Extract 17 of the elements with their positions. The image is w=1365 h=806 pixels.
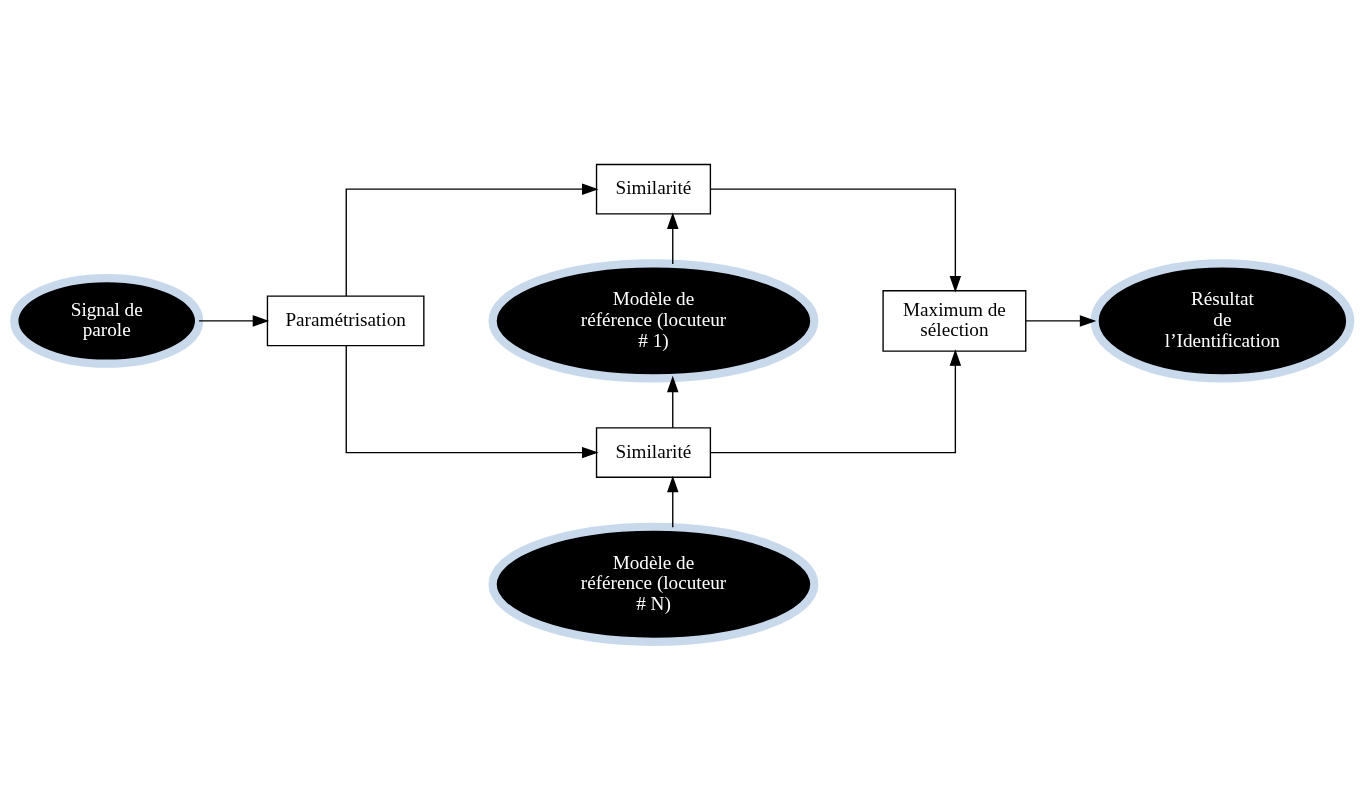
arrow <box>667 212 679 265</box>
node-box: Similarité <box>595 163 712 215</box>
arrow <box>345 344 599 459</box>
arrow <box>198 315 270 327</box>
node-box: Similarité <box>595 427 712 478</box>
arrow <box>667 375 679 429</box>
node-ellipse: Modèle de référence (locuteur # 1) <box>488 259 819 383</box>
node-ellipse: Signal de parole <box>10 273 204 368</box>
node-box: Maximum de sélection <box>882 290 1027 352</box>
arrow <box>709 349 962 454</box>
arrow <box>667 475 679 528</box>
node-box: Paramétrisation <box>266 295 425 347</box>
arrow <box>709 188 962 293</box>
node-ellipse: Modèle de référence (locuteur # N) <box>488 522 819 646</box>
arrow <box>345 183 599 297</box>
arrow <box>1025 315 1097 327</box>
node-ellipse: Résultat de l’Identification <box>1090 259 1355 383</box>
